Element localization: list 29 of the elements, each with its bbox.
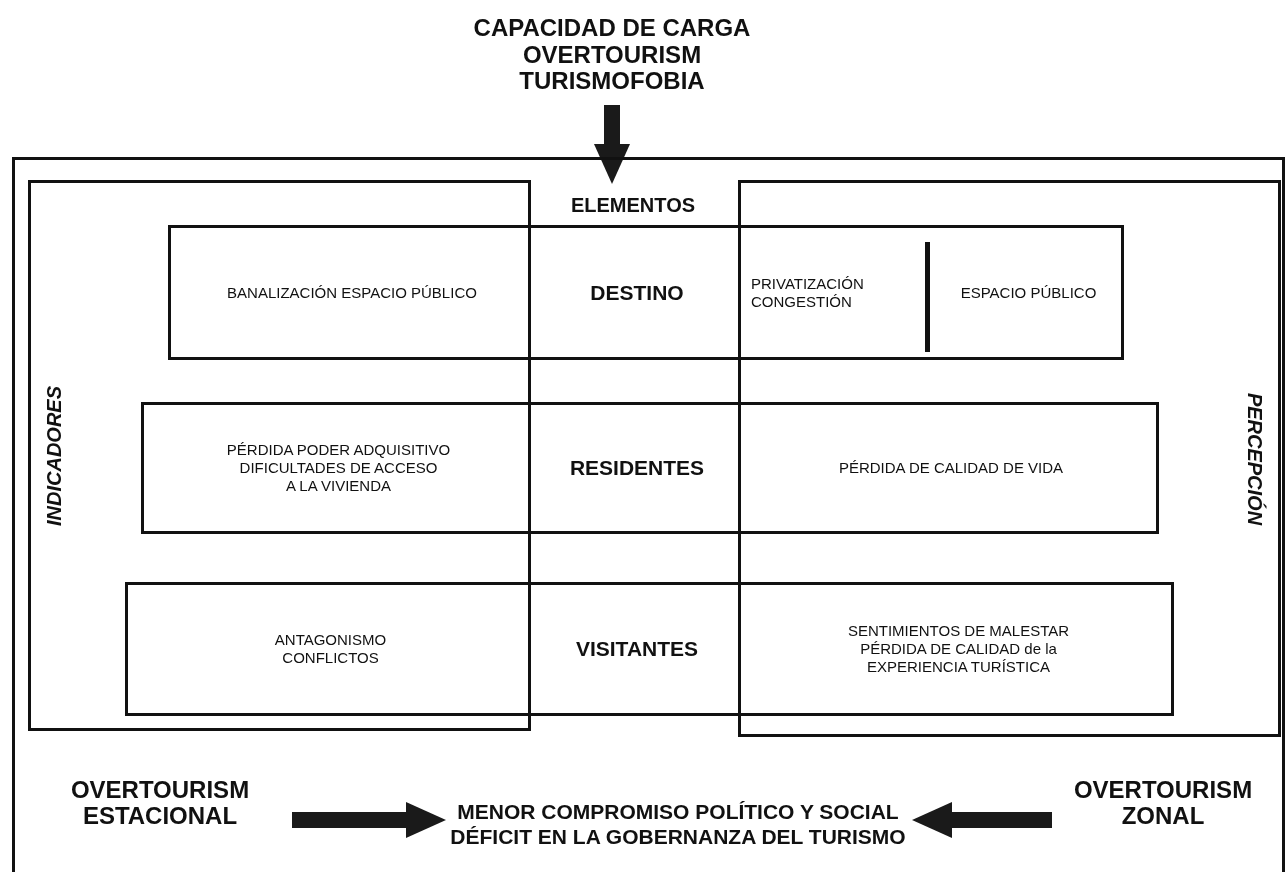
side-label: PERCEPCIÓN: [1243, 392, 1266, 525]
cell-text: ANTAGONISMO CONFLICTOS: [273, 631, 388, 667]
cell-text: ESPACIO PÚBLICO: [960, 283, 1097, 302]
cell-text: PÉRDIDA DE CALIDAD DE VIDA: [838, 459, 1064, 477]
row-label: DESTINO: [590, 279, 684, 306]
cell-text: BANALIZACIÓN ESPACIO PÚBLICO: [227, 283, 477, 302]
group-panel: [738, 180, 1281, 737]
group-panel: [28, 180, 531, 731]
cell-text: PRIVATIZACIÓN CONGESTIÓN: [751, 274, 865, 311]
cause-label: OVERTOURISM ESTACIONAL: [25, 768, 295, 838]
cause-label: OVERTOURISM ZONAL: [1043, 768, 1283, 838]
outcome-text: MENOR COMPROMISO POLÍTICO Y SOCIAL: [457, 798, 899, 824]
row-box: [125, 582, 1174, 716]
block-arrow: [292, 802, 446, 838]
row-label: VISITANTES: [575, 636, 699, 662]
block-arrow: [912, 802, 1052, 838]
heading-text: CAPACIDAD DE CARGA OVERTOURISM TURISMOFOBIA: [440, 5, 784, 105]
cell-text: SENTIMIENTOS DE MALESTAR: [847, 622, 1070, 640]
block-arrow: [594, 105, 630, 184]
cell-text: PÉRDIDA DE CALIDAD de la EXPERIENCIA TURÍSTICA: [859, 640, 1058, 676]
cell-text: DIFICULTADES DE ACCESO A LA VIVIENDA: [238, 459, 439, 495]
outcome-text: DÉFICIT EN LA GOBERNANZA DEL TURISMO: [450, 824, 906, 850]
column-heading: ELEMENTOS: [533, 189, 733, 221]
row-box: [141, 402, 1159, 534]
outer-frame: [12, 157, 1285, 872]
cell-text: PÉRDIDA PODER ADQUISITIVO: [226, 441, 451, 459]
row-box: [168, 225, 1124, 360]
side-label: INDICADORES: [43, 385, 66, 526]
row-label: RESIDENTES: [569, 455, 705, 481]
